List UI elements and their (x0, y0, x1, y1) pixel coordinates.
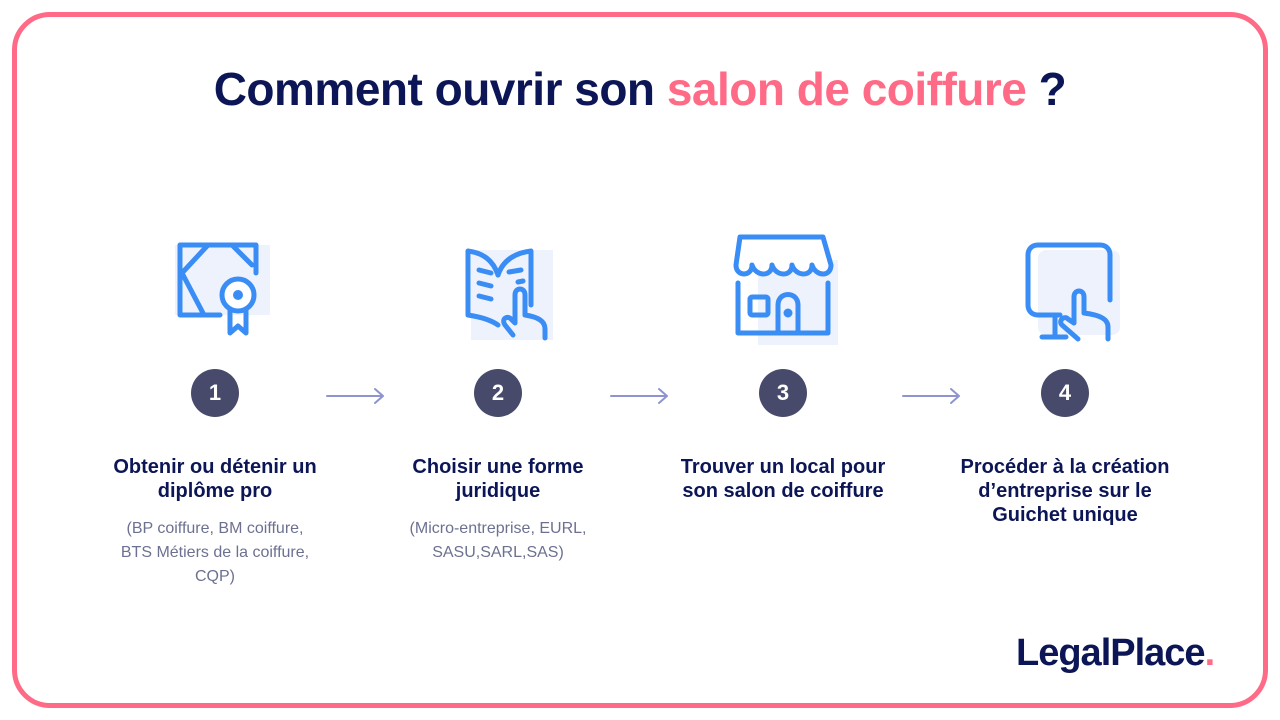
arrow-right-icon (326, 388, 384, 404)
legalplace-logo: LegalPlace. (1016, 632, 1216, 675)
step-number-badge: 3 (759, 369, 807, 417)
logo-text: LegalPlace (1016, 632, 1206, 674)
step-title: Obtenir ou détenir un diplôme pro (113, 456, 317, 502)
step-description: (BP coiffure, BM coiffure, BTS Métiers d… (120, 520, 310, 585)
arrow-right-icon (610, 388, 668, 404)
step-3: 3 Trouver un local pour son salon de coi… (643, 225, 923, 517)
step-1: 1 Obtenir ou détenir un diplôme pro (BP … (75, 225, 355, 589)
page-title: Comment ouvrir son salon de coiffure ? (0, 62, 1280, 116)
arrow-right-icon (902, 388, 960, 404)
step-4: 4 Procéder à la création d’entreprise su… (925, 225, 1205, 541)
computer-touch-icon (1010, 225, 1120, 345)
step-title: Choisir une forme juridique (412, 456, 584, 502)
logo-dot: . (1204, 632, 1216, 674)
step-title: Procéder à la création d’entreprise sur … (960, 456, 1170, 526)
title-accent: salon de coiffure (666, 63, 1027, 115)
pink-rounded-frame (12, 12, 1268, 708)
step-number-badge: 1 (191, 369, 239, 417)
open-book-pointer-icon (443, 225, 553, 345)
step-description: (Micro-entreprise, EURL, SASU,SARL,SAS) (409, 520, 587, 561)
step-number-badge: 2 (474, 369, 522, 417)
title-part-1: Comment ouvrir son (213, 63, 655, 115)
storefront-icon (728, 225, 838, 345)
step-2: 2 Choisir une forme juridique (Micro-ent… (358, 225, 638, 565)
step-title: Trouver un local pour son salon de coiff… (680, 456, 886, 502)
title-question-mark: ? (1038, 63, 1067, 115)
certificate-icon (160, 225, 270, 345)
step-number-badge: 4 (1041, 369, 1089, 417)
